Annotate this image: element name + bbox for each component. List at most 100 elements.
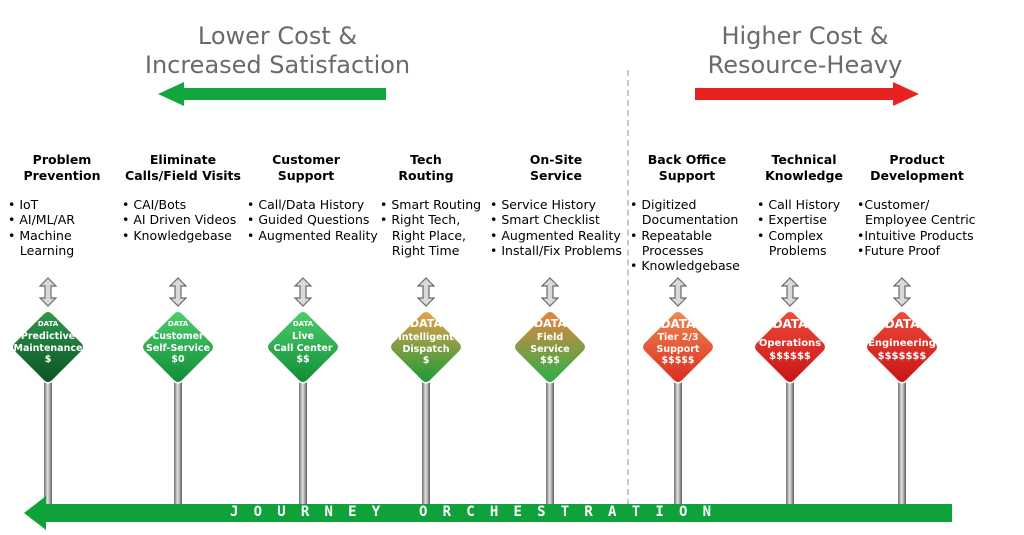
bullet-item: • AI Driven Videos [122,212,237,228]
column-bullet-list-3: • Call/Data History• Guided Questions• A… [247,197,378,243]
diamond-sign-icon [141,310,215,384]
bullet-item: • Install/Fix Problems [490,242,622,258]
bullet-item: Employee Centric [857,212,976,228]
sign-text-line: $ [422,355,430,366]
column-title-line: Knowledge [765,167,843,183]
column-bullet-list-1: • IoT• AI/ML/AR• Machine Learning [8,197,75,258]
column-title-line: Support [658,167,716,183]
bullet-item: • Smart Checklist [490,212,600,228]
double-arrow-icon [293,277,313,307]
column-title-line: Prevention [23,167,101,183]
double-arrow-icon [416,277,436,307]
column-title-line: On-Site [529,152,583,167]
bullet-item: • Guided Questions [247,212,370,228]
sign-pole [898,362,906,506]
sign-text-line: $0 [171,354,185,365]
column-title-line: Eliminate [149,152,217,167]
sign-text-line: $$$$$$ [769,351,811,362]
sign-pole [674,362,682,506]
sign-text-line: Maintenance [13,342,83,354]
sign-pole [422,362,430,506]
higher-cost-heading: Higher Cost & Resource-Heavy [660,22,950,80]
bullet-item: • CAI/Bots [122,197,187,212]
double-arrow-icon [892,277,912,307]
bullet-item: • Call History [757,197,841,212]
sign-text-line: Call Center [273,342,333,354]
column-bullet-list-7: • Call History• Expertise• Complex Probl… [757,197,840,258]
column-bullet-list-4: • Smart Routing• Right Tech, Right Place… [380,197,481,258]
sign-pole [44,362,52,506]
sign-text-line: Tier 2/3 [657,332,699,343]
sign-text-line: $$ [296,354,310,365]
sign-pole [786,362,794,506]
column-title-line: Service [530,167,582,183]
sign-text-line: Predictive [20,331,76,342]
journey-orchestration-label: JOURNEY ORCHESTRATION [230,504,727,520]
bullet-item: Documentation [630,212,739,228]
double-arrow-icon [540,277,560,307]
bullet-item: Right Time [380,242,460,258]
higher-cost-heading-line2: Resource-Heavy [707,51,903,79]
bullet-item: Learning [8,242,75,258]
double-arrow-icon [38,277,58,307]
double-arrow-icon [780,277,800,307]
column-title-line: Development [870,167,964,183]
sign-pole [546,362,554,506]
column-title-line: Routing [398,167,454,183]
sign-text-line: Engineering [868,338,936,349]
diamond-sign-icon [641,310,715,384]
sign-text-line: $$$$$ [661,355,695,366]
bullet-item: • IoT [8,197,39,212]
bullet-item: • Smart Routing [380,197,482,212]
bullet-item: • Service History [490,197,596,212]
column-bullet-list-6: • Digitized Documentation• Repeatable Pr… [630,197,740,273]
lower-cost-heading-line2: Increased Satisfaction [144,51,411,79]
sign-text-line: Operations [758,338,822,349]
double-arrow-icon [668,277,688,307]
sign-text-line: Customer [152,331,204,342]
column-title-line: Customer [272,152,340,167]
bullet-item: Processes [630,242,704,258]
cost-divider-line [627,70,629,505]
bullet-item: • Call/Data History [247,197,365,212]
bullet-item: • Repeatable [630,227,713,243]
green-left-arrow-icon [158,82,386,106]
bullet-item: • Augmented Reality [247,227,378,243]
sign-pole [174,362,182,506]
lower-cost-heading: Lower Cost & Increased Satisfaction [105,22,450,80]
sign-data-label: DATA [534,317,566,330]
double-arrow-icon [168,277,188,307]
sign-data-label: DATA [167,320,189,328]
sign-text-line: Support [656,343,700,355]
sign-pole [299,362,307,506]
diamond-sign-icon [753,310,827,384]
sign-text-line: Service [530,343,570,355]
diamond-sign-icon [513,310,587,384]
red-right-arrow-icon [695,82,919,106]
diamond-sign-icon [11,310,85,384]
bullet-item: • Knowledgebase [122,227,232,243]
column-title-line: Support [277,167,335,183]
column-bullet-list-8: •Customer/ Employee Centric•Intuitive Pr… [857,197,976,258]
bullet-item: • Machine [8,227,72,243]
sign-text-line: $$$ [540,355,560,366]
column-title-line: Back Office [647,152,727,167]
sign-data-label: DATA [884,317,920,331]
